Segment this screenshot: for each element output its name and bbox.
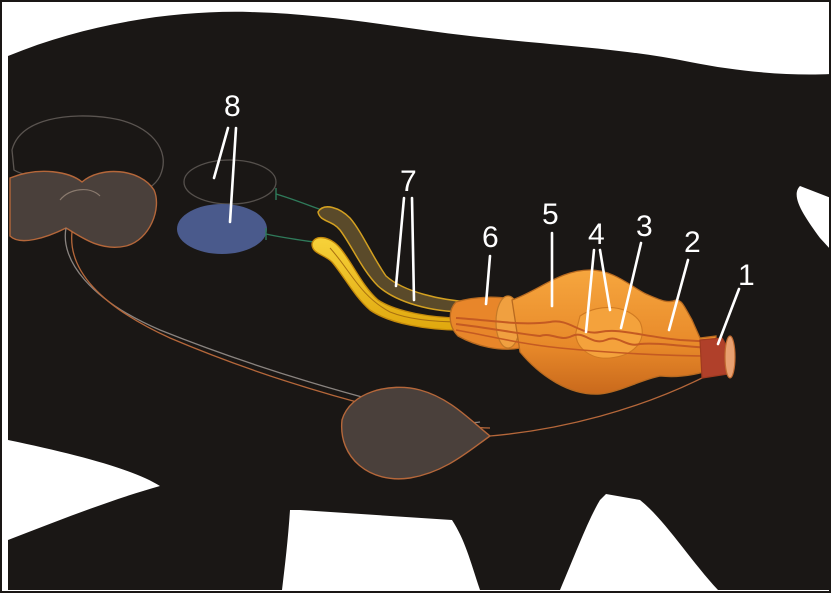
left-kidney (10, 171, 156, 247)
ovary (177, 204, 267, 254)
label-6: 6 (482, 221, 499, 254)
vulva-opening (725, 336, 735, 378)
label-8: 8 (224, 90, 241, 123)
label-7: 7 (400, 165, 417, 198)
label-2: 2 (684, 226, 701, 259)
label-1: 1 (738, 259, 755, 292)
label-5: 5 (542, 198, 559, 231)
label-3: 3 (636, 210, 653, 243)
label-4: 4 (588, 218, 605, 251)
